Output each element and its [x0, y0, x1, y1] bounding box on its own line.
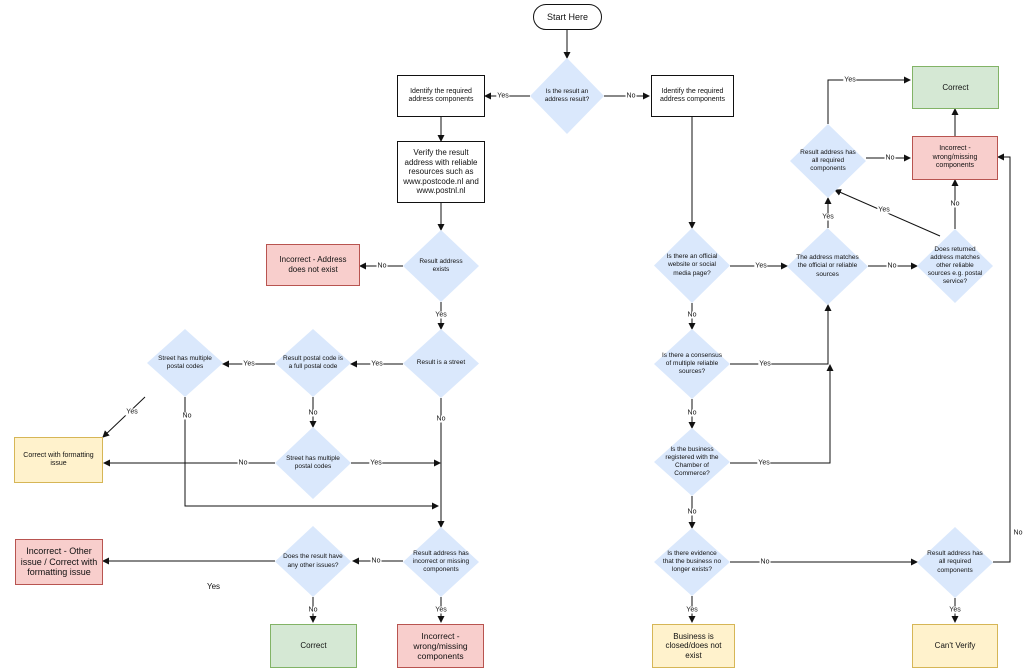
process-identify-components-right: Identify the required address components [651, 75, 734, 117]
edge-label-no: No [886, 262, 898, 270]
edge-label-yes: Yes [125, 408, 139, 416]
edge-label-no: No [949, 200, 961, 208]
start-node: Start Here [533, 4, 602, 30]
decision-incorrect-missing-components: Result address has incorrect or missing … [403, 527, 479, 597]
result-incorrect-other-issue: Incorrect - Other issue / Correct with f… [15, 539, 103, 585]
decision-other-issues: Does the result have any other issues? [275, 526, 351, 597]
result-incorrect-not-exist: Incorrect - Address does not exist [266, 244, 360, 286]
edge-label-no: No [370, 557, 382, 565]
decision-consensus-sources: Is there a consensus of multiple reliabl… [654, 329, 730, 399]
edge-label-yes: Yes [877, 206, 891, 214]
result-correct-formatting-issue: Correct with formatting issue [14, 437, 103, 483]
result-incorrect-wrong-missing-top: Incorrect - wrong/missing components [912, 136, 998, 180]
edge-label-no: No [686, 508, 698, 516]
result-cant-verify: Can't Verify [912, 624, 998, 668]
edge-label-no: No [884, 154, 896, 162]
edge-label-no: No [307, 606, 319, 614]
stray-yes-label: Yes [207, 582, 221, 591]
edge-label-yes: Yes [496, 92, 510, 100]
decision-all-components-top: Result address has all required componen… [790, 124, 866, 198]
decision-returned-address-matches: Does returned address matches other reli… [917, 229, 993, 303]
edge-label-no: No [237, 459, 249, 467]
edge-label-yes: Yes [434, 606, 448, 614]
edge-label-yes: Yes [757, 459, 771, 467]
decision-full-postal-code: Result postal code is a full postal code [275, 329, 351, 397]
edge-label-yes: Yes [948, 606, 962, 614]
edge-label-yes: Yes [370, 360, 384, 368]
decision-is-address-result: Is the result an address result? [530, 58, 604, 134]
edge-label-yes: Yes [434, 311, 448, 319]
edge-label-no: No [435, 415, 447, 423]
edge-label-yes: Yes [369, 459, 383, 467]
process-identify-components-left: Identify the required address components [397, 75, 485, 117]
edge-label-no: No [181, 412, 193, 420]
edge-label-yes: Yes [843, 76, 857, 84]
decision-chamber-of-commerce: Is the business registered with the Cham… [654, 428, 730, 496]
edge-label-yes: Yes [242, 360, 256, 368]
decision-all-components-bottom: Result address has all required componen… [917, 527, 993, 598]
edge-label-no: No [759, 558, 771, 566]
decision-result-is-street: Result is a street [403, 329, 479, 398]
decision-multiple-postal-codes-top: Street has multiple postal codes [147, 329, 223, 397]
edge-label-no: No [376, 262, 388, 270]
edge-label-no: No [686, 409, 698, 417]
decision-multiple-postal-codes-mid: Street has multiple postal codes [275, 427, 351, 499]
decision-business-no-longer-exists: Is there evidence that the business no l… [654, 528, 730, 596]
result-correct-top: Correct [912, 66, 999, 109]
process-verify-address: Verify the result address with reliable … [397, 141, 485, 203]
edge-label-no: No [625, 92, 637, 100]
start-label: Start Here [546, 11, 588, 22]
edge-label-no: No [686, 311, 698, 319]
edge-label-no: No [307, 409, 319, 417]
decision-address-exists: Result address exists [403, 230, 479, 302]
edge-label-yes: Yes [758, 360, 772, 368]
result-business-closed: Business is closed/does not exist [652, 624, 735, 668]
decision-official-website: Is there an official website or social m… [654, 228, 730, 303]
edge-label-yes: Yes [821, 213, 835, 221]
result-correct-bottom: Correct [270, 624, 357, 668]
decision-address-matches-sources: The address matches the official or reli… [787, 228, 868, 305]
result-incorrect-wrong-missing-bottom: Incorrect - wrong/missing components [397, 624, 484, 668]
edge-label-no: No [1012, 529, 1024, 537]
edge-label-yes: Yes [685, 606, 699, 614]
edge-label-yes: Yes [754, 262, 768, 270]
